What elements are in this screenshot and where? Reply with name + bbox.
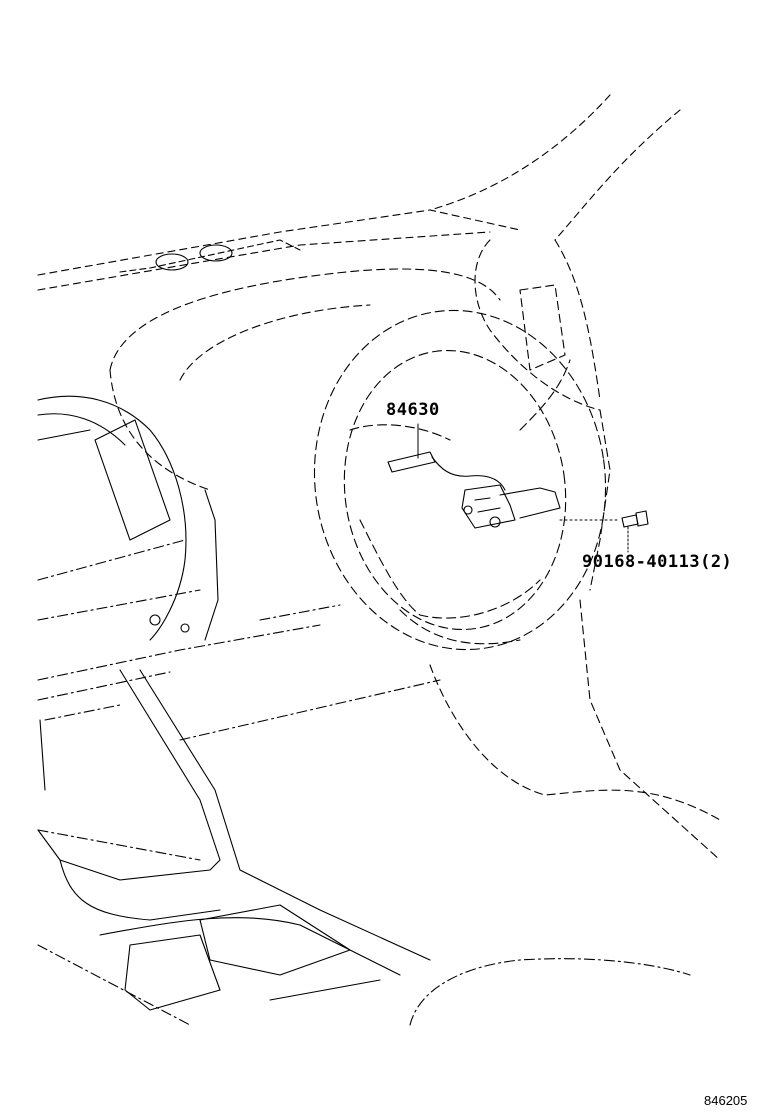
defroster-vents — [119, 239, 301, 273]
combination-switch-part — [387, 451, 561, 529]
steering-wheel — [313, 309, 607, 651]
figure-code: 846205 — [704, 1093, 748, 1108]
right-dash-panel — [474, 239, 611, 591]
windshield-outline — [37, 94, 681, 291]
screw-part-number-label: 90168-40113(2) — [582, 552, 733, 572]
leader-lines — [417, 423, 629, 553]
lower-dash-panel — [37, 604, 441, 741]
instrument-cluster-hood — [109, 268, 501, 491]
switch-part-number-label: 84630 — [386, 400, 440, 420]
screw-part — [621, 510, 649, 528]
center-console — [37, 669, 691, 1026]
steering-column — [429, 599, 721, 861]
left-dash-panel — [37, 395, 219, 641]
